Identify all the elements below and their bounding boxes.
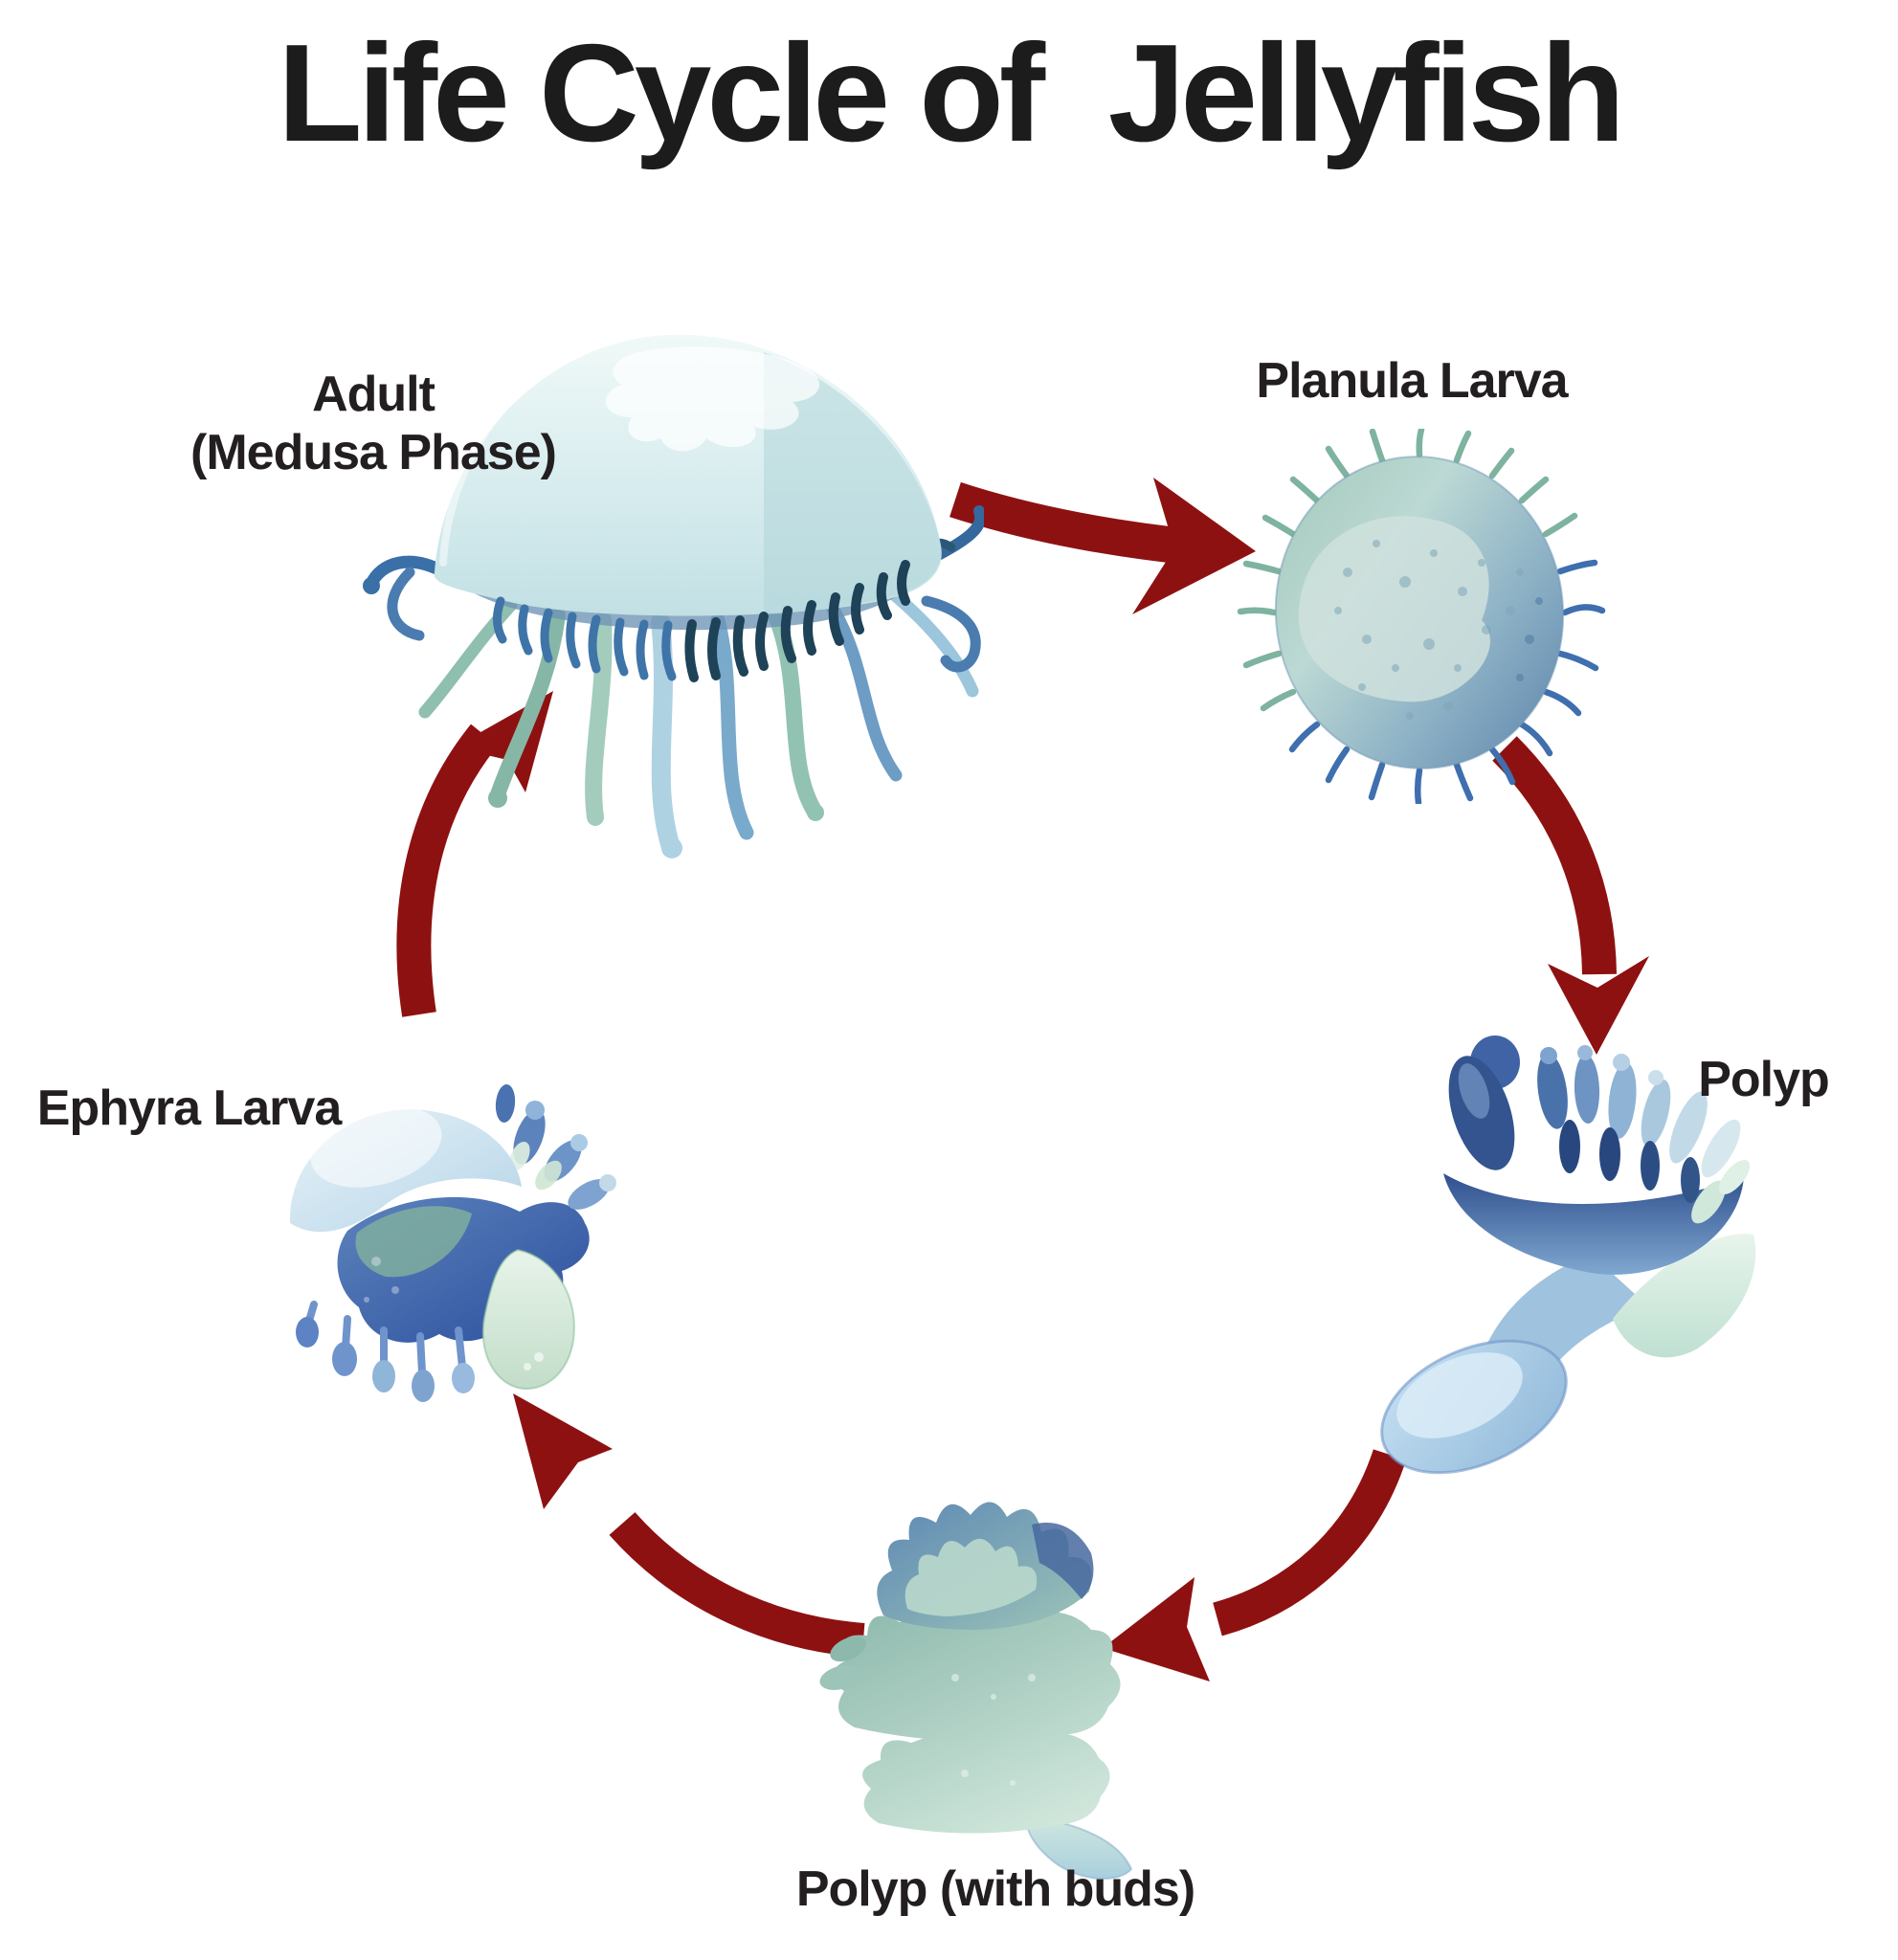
polyp-inner-dark-fingers <box>1559 1120 1751 1224</box>
planula-cilia <box>1237 429 1606 804</box>
ephyra-droplets <box>296 1301 475 1402</box>
label-ephyra-larva: Ephyra Larva <box>36 1080 343 1136</box>
adult-trailing-tentacles <box>418 583 979 858</box>
ephyra-cap-highlight <box>310 1105 442 1188</box>
buds-top-blue-accent <box>1032 1523 1094 1599</box>
adult-fringe-tentacles <box>493 560 910 682</box>
buds-tier-middle <box>832 1609 1121 1742</box>
buds-foot <box>1025 1815 1133 1880</box>
ephyra-teal-overlay <box>355 1206 472 1278</box>
polyp-foot-highlight <box>1396 1352 1523 1438</box>
adult-medusa-illustration <box>352 285 984 859</box>
arrow-polyp-with-buds-to-ephyra <box>513 1393 865 1658</box>
ephyra-bubble-highlights <box>364 1257 544 1370</box>
label-polyp: Polyp <box>1698 1052 1830 1107</box>
arrow-adult-to-planula <box>949 478 1256 614</box>
polyp-illustration <box>1330 1032 1775 1515</box>
buds-tier-bottom <box>862 1728 1110 1834</box>
arrow-polyp-to-polyp-with-buds <box>1103 1449 1407 1682</box>
adult-bell-shading <box>764 352 942 614</box>
planula-larva-illustration <box>1233 429 1608 804</box>
label-planula-larva: Planula Larva <box>1256 353 1568 409</box>
adult-bell-rim-light <box>439 350 576 567</box>
ephyra-upper-arms <box>495 1084 616 1210</box>
polyp-crown-base <box>1443 1173 1744 1275</box>
planula-inner-patch <box>1298 516 1490 702</box>
label-adult: Adult (Medusa Phase) <box>134 366 613 483</box>
arrow-planula-to-polyp <box>1492 736 1649 1055</box>
buds-speckles <box>951 1674 1036 1786</box>
label-polyp-with-buds: Polyp (with buds) <box>795 1861 1195 1917</box>
polyp-crown-fingers <box>1448 1036 1741 1178</box>
buds-left-finger-drops <box>819 1636 866 1690</box>
ephyra-green-teardrop <box>481 1248 575 1391</box>
label-adult-line2: (Medusa Phase) <box>190 425 557 481</box>
adult-bell-highlight <box>605 346 820 452</box>
buds-top-light-overlay <box>904 1538 1038 1616</box>
planula-speckles <box>1334 540 1543 720</box>
polyp-with-buds-illustration <box>812 1486 1195 1881</box>
page-title: Life Cycle of Jellyfish <box>278 15 1625 170</box>
ephyra-larva-illustration <box>233 1080 635 1493</box>
label-adult-line1: Adult <box>312 367 435 422</box>
polyp-palm <box>1613 1234 1756 1358</box>
